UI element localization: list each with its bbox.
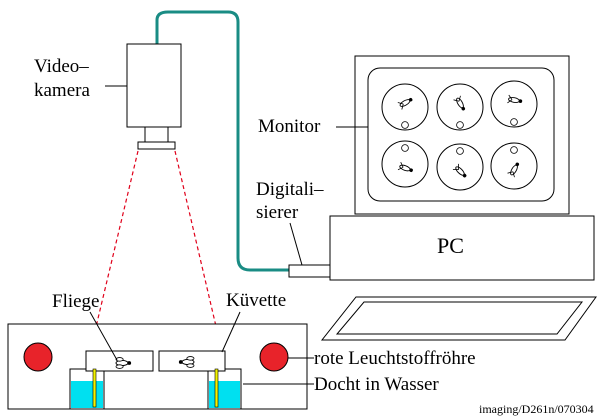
camera-lens-ring (137, 141, 176, 150)
digitizer-label-pointer (289, 222, 303, 266)
camera-body (126, 43, 182, 128)
digitizer-box (288, 264, 331, 278)
camera-lens (144, 126, 169, 143)
pc-label: PC (437, 233, 464, 258)
fly-icon (507, 162, 520, 178)
water-right (209, 381, 240, 408)
fly-icon (397, 162, 413, 173)
monitor-well (381, 83, 429, 131)
drawing-tablet-icon (320, 296, 597, 341)
monitor-well-hole (510, 118, 518, 126)
apparatus-box (7, 323, 308, 410)
water-left (71, 381, 103, 408)
red-lamp-left (23, 342, 53, 372)
video-cable (155, 10, 289, 272)
fly-label-pointer (89, 311, 118, 361)
cuvette-label-pointer (221, 311, 241, 353)
digitizer-label-line1: Digitali– (256, 179, 324, 200)
monitor-label: Monitor (258, 116, 321, 137)
video-camera (126, 43, 182, 150)
pc-case (329, 215, 595, 281)
fly-icon (452, 163, 467, 178)
monitor (354, 55, 570, 215)
view-cone-right (174, 150, 223, 353)
monitor-well-hole (456, 121, 464, 129)
wick-right (214, 368, 219, 408)
monitor-well-hole (510, 146, 518, 154)
digitizer-label-line2: sierer (256, 202, 299, 223)
fly-icon (453, 95, 466, 111)
view-cone-left (89, 150, 139, 353)
monitor-well (381, 140, 429, 188)
monitor-well-hole (401, 121, 409, 129)
fly-icon (397, 97, 413, 110)
fly-icon (178, 356, 195, 368)
monitor-well-hole (456, 147, 464, 155)
wick-label: Docht in Wasser (314, 374, 439, 395)
image-id-footer: imaging/D261n/070304 (479, 402, 594, 416)
fly-label: Fliege (52, 291, 100, 312)
red-lamp-right (259, 342, 289, 372)
lamp-label: rote Leuchtstoffröhre (314, 348, 476, 369)
fly-icon (115, 357, 132, 369)
wick-left (92, 368, 97, 408)
cuvette-label: Küvette (226, 290, 286, 311)
monitor-well (490, 80, 538, 128)
monitor-well-hole (401, 144, 409, 152)
camera-label-line1: Video– (34, 56, 89, 77)
camera-label-line2: kamera (34, 80, 90, 101)
fly-icon (507, 94, 523, 104)
monitor-well (436, 143, 484, 191)
